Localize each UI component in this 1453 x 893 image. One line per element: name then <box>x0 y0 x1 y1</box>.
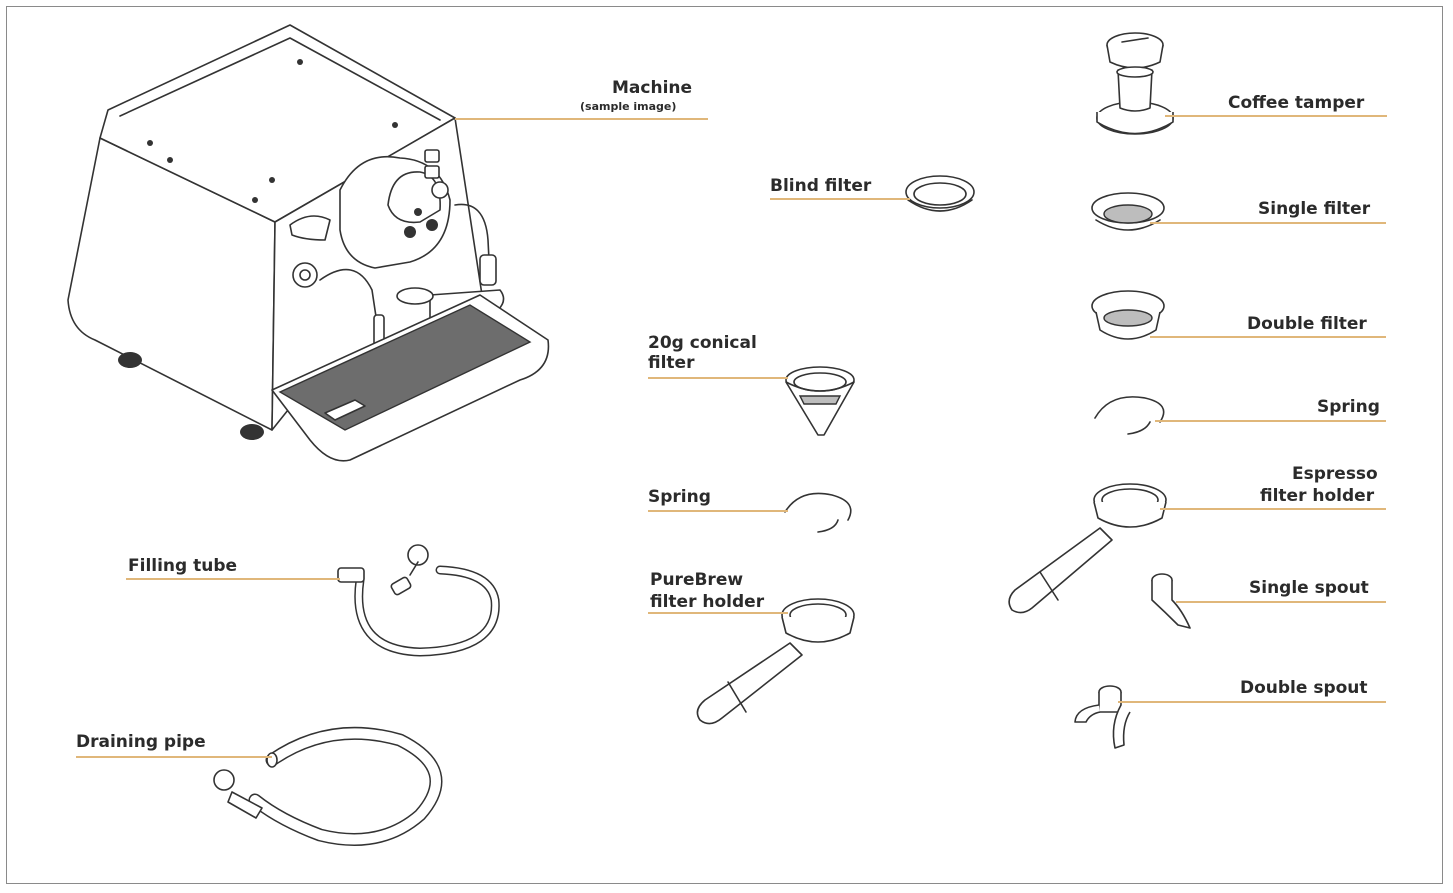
label-single-spout: Single spout <box>1249 578 1369 598</box>
leader-single-spout <box>1176 601 1386 603</box>
label-purebrew-holder-line2: filter holder <box>650 592 765 612</box>
leader-single-filter <box>1150 222 1386 224</box>
label-conical-filter-line1: 20g conical <box>648 333 757 353</box>
diagram-frame <box>6 6 1443 884</box>
leader-double-filter <box>1150 336 1386 338</box>
leader-coffee-tamper <box>1165 115 1387 117</box>
label-purebrew-holder-line1: PureBrew <box>650 570 744 590</box>
machine-illustration <box>67 24 550 462</box>
leader-filling-tube <box>126 578 340 580</box>
blind-filter-illustration <box>905 175 975 212</box>
leader-machine <box>455 118 708 120</box>
leader-spring-right <box>1155 420 1386 422</box>
purebrew-filter-holder-illustration <box>696 598 855 725</box>
label-filling-tube: Filling tube <box>128 556 238 576</box>
filling-tube-illustration <box>337 544 500 657</box>
label-conical-filter-line2: filter <box>648 353 695 373</box>
label-draining-pipe: Draining pipe <box>76 732 206 752</box>
spring-right-illustration <box>1094 396 1165 435</box>
label-double-spout: Double spout <box>1240 678 1368 698</box>
label-coffee-tamper: Coffee tamper <box>1228 93 1365 113</box>
label-spring-right: Spring <box>1317 397 1380 417</box>
label-double-filter: Double filter <box>1247 314 1367 334</box>
double-spout-illustration <box>1074 685 1131 749</box>
label-spring-middle: Spring <box>648 487 711 507</box>
single-filter-illustration <box>1091 192 1165 231</box>
label-espresso-holder-line2: filter holder <box>1260 486 1375 506</box>
leader-purebrew-holder <box>648 612 788 614</box>
coffee-tamper-illustration <box>1096 32 1174 135</box>
leader-blind-filter <box>770 198 910 200</box>
draining-pipe-illustration <box>213 726 443 846</box>
leader-conical-filter <box>648 377 788 379</box>
leader-draining-pipe <box>76 756 272 758</box>
leader-espresso-holder <box>1160 508 1386 510</box>
label-machine: Machine <box>612 78 693 98</box>
label-machine-sub: (sample image) <box>580 100 677 113</box>
espresso-filter-holder-illustration <box>1008 483 1167 614</box>
double-filter-illustration <box>1091 290 1165 340</box>
spring-middle-illustration <box>784 492 852 533</box>
leader-double-spout <box>1118 701 1386 703</box>
conical-filter-illustration <box>785 366 855 436</box>
label-espresso-holder-line1: Espresso <box>1292 464 1378 484</box>
label-single-filter: Single filter <box>1258 199 1371 219</box>
leader-spring-middle <box>648 510 788 512</box>
label-blind-filter: Blind filter <box>770 176 872 196</box>
single-spout-illustration <box>1151 573 1191 629</box>
